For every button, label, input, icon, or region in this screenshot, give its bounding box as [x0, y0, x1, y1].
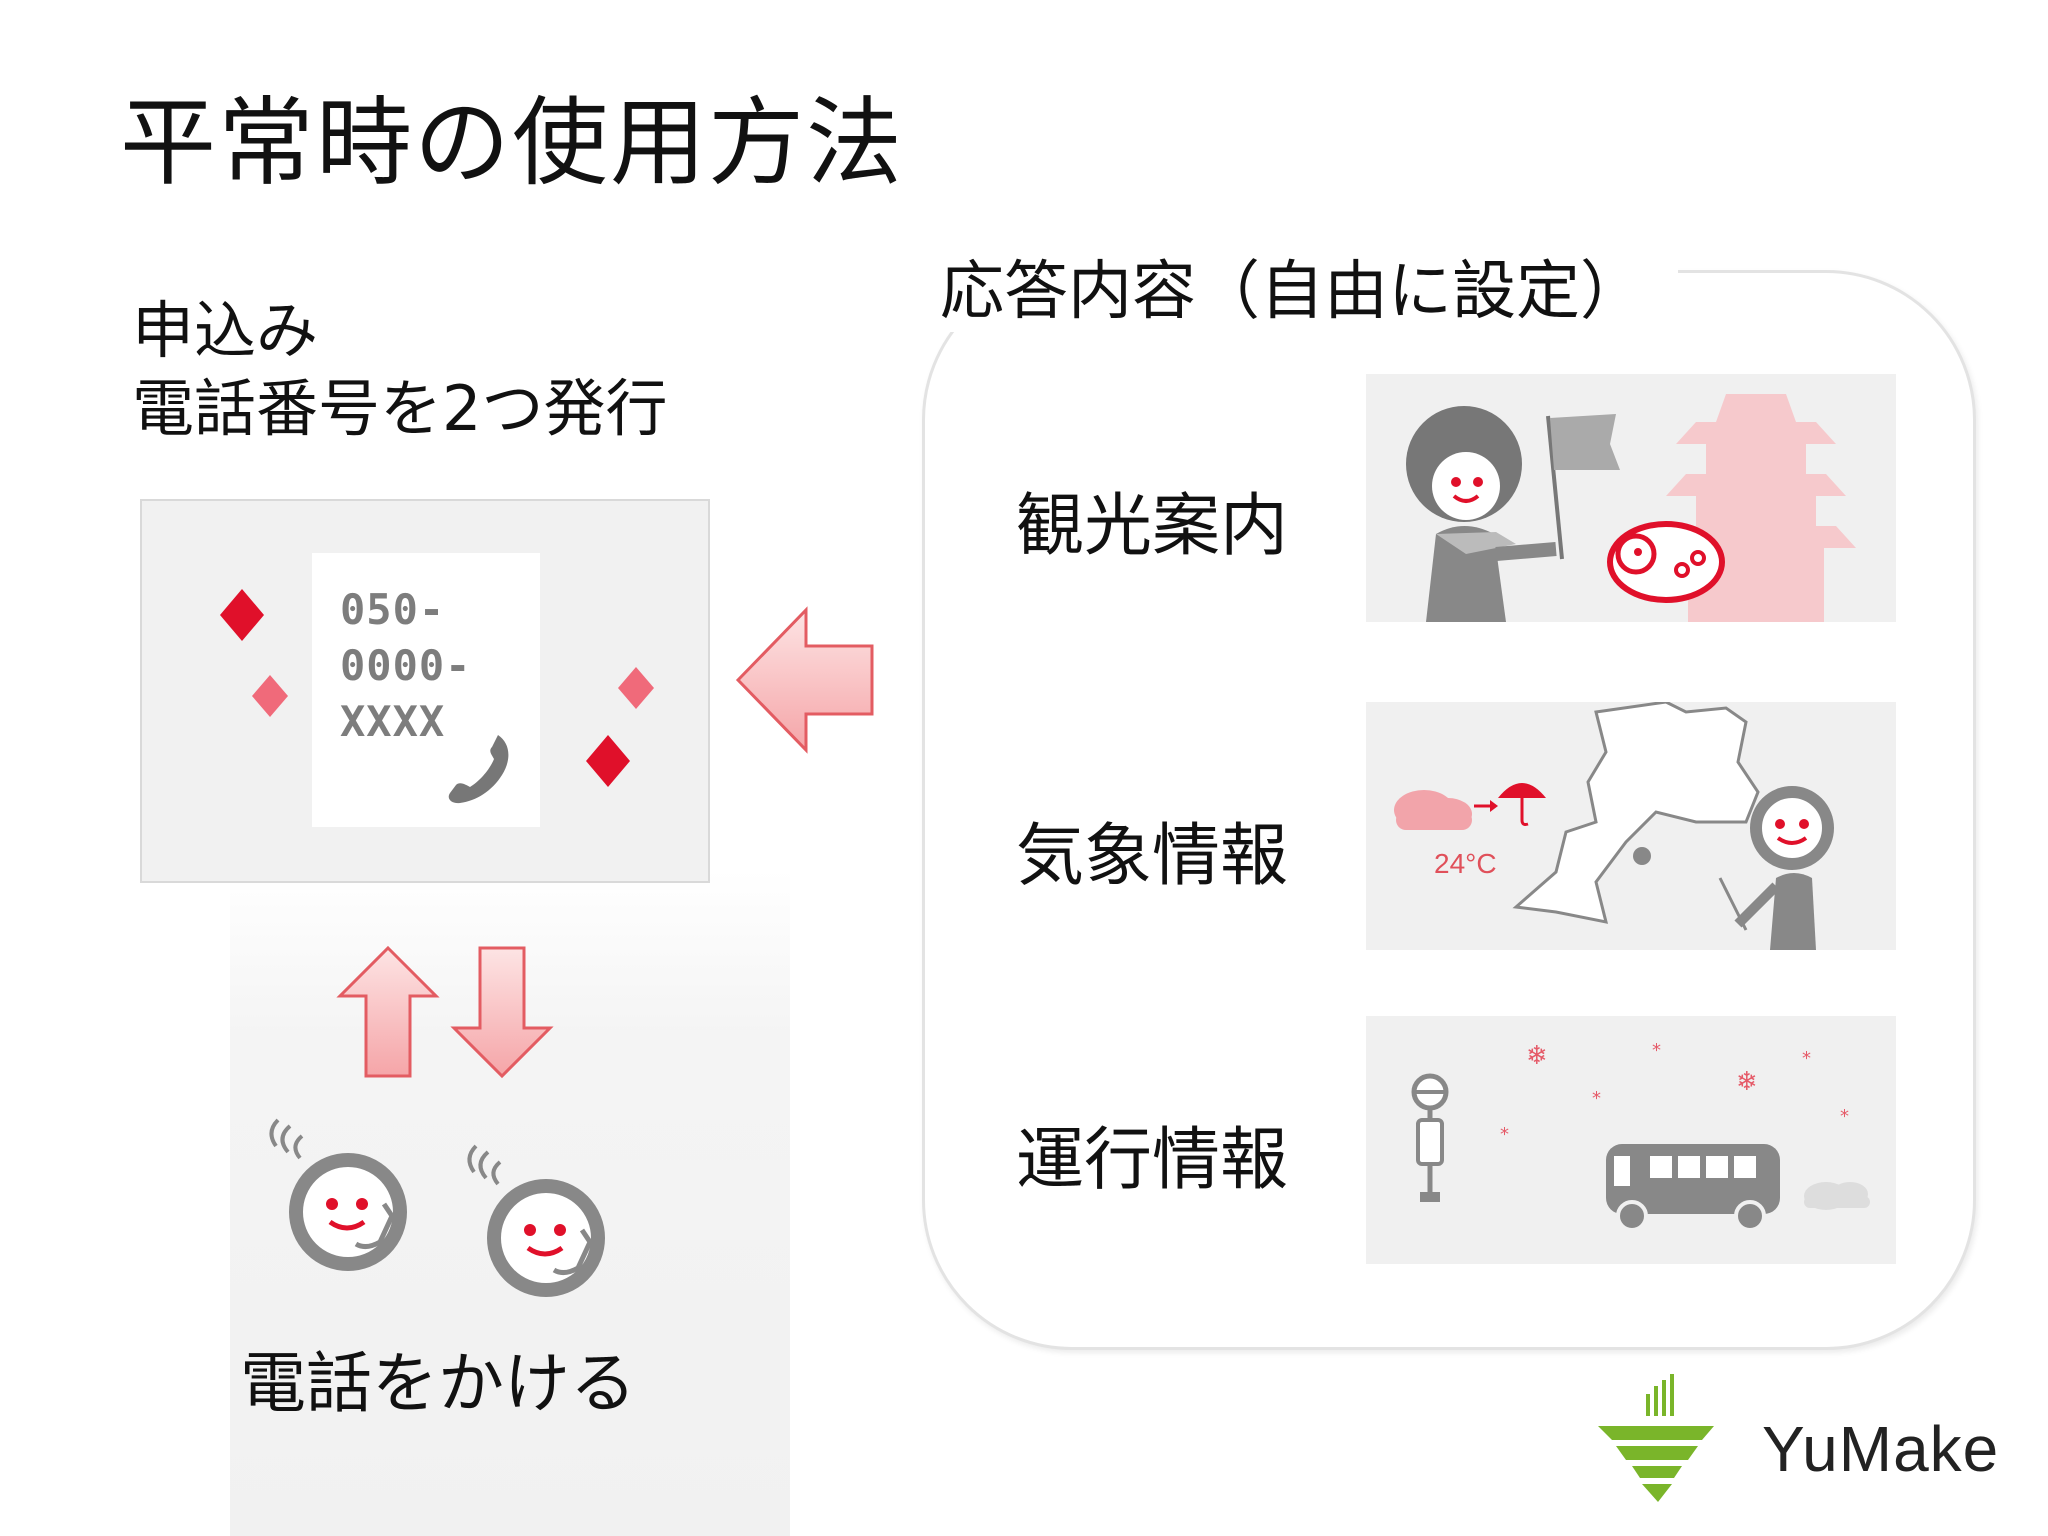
response-panel-title: 応答内容（自由に設定） [934, 240, 1678, 332]
svg-text:*: * [1802, 1048, 1811, 1069]
up-arrow-icon [336, 945, 440, 1078]
phone-number-line-3: XXXX [340, 697, 446, 746]
diamond-icon [252, 675, 288, 717]
transit-info-illustration: ❄ ❄ * * * * * [1366, 1016, 1896, 1264]
caller-avatar-icon [269, 1118, 407, 1271]
diamond-icon [618, 667, 654, 709]
tourism-label: 観光案内 [1016, 487, 1289, 566]
transit-label: 運行情報 [1016, 1121, 1289, 1200]
apply-line-2: 電話番号を2つ発行 [132, 372, 668, 445]
phone-number-line-2: 0000- [340, 641, 472, 690]
left-arrow-icon [735, 606, 874, 754]
weather-info-illustration: 24°C [1366, 702, 1896, 950]
yumake-logo-icon [1598, 1374, 1714, 1502]
caller-avatar-icon [467, 1144, 605, 1297]
phone-number-card: 050- 0000- XXXX [140, 499, 710, 883]
svg-text:❄: ❄ [1736, 1067, 1758, 1097]
down-arrow-icon [450, 946, 554, 1079]
weather-label: 気象情報 [1016, 817, 1289, 896]
svg-text:*: * [1500, 1124, 1509, 1145]
svg-text:*: * [1592, 1088, 1601, 1109]
temperature-label: 24°C [1434, 848, 1497, 879]
apply-line-1: 申込み [132, 294, 319, 367]
svg-text:*: * [1652, 1040, 1661, 1061]
diamond-icon [220, 589, 264, 641]
svg-text:❄: ❄ [1526, 1041, 1548, 1071]
svg-text:*: * [1840, 1106, 1849, 1127]
apply-text: 申込み 電話番号を2つ発行 [132, 292, 667, 448]
diamond-icon [586, 735, 630, 787]
phone-handset-icon [448, 735, 509, 804]
tourism-guide-illustration [1366, 374, 1896, 622]
phone-number-line-1: 050- [340, 585, 446, 634]
phone-number-display: 050- 0000- XXXX [312, 553, 540, 827]
call-label: 電話をかける [240, 1345, 636, 1422]
yumake-logo-text: YuMake [1762, 1413, 2000, 1485]
page-title: 平常時の使用方法 [120, 87, 904, 199]
